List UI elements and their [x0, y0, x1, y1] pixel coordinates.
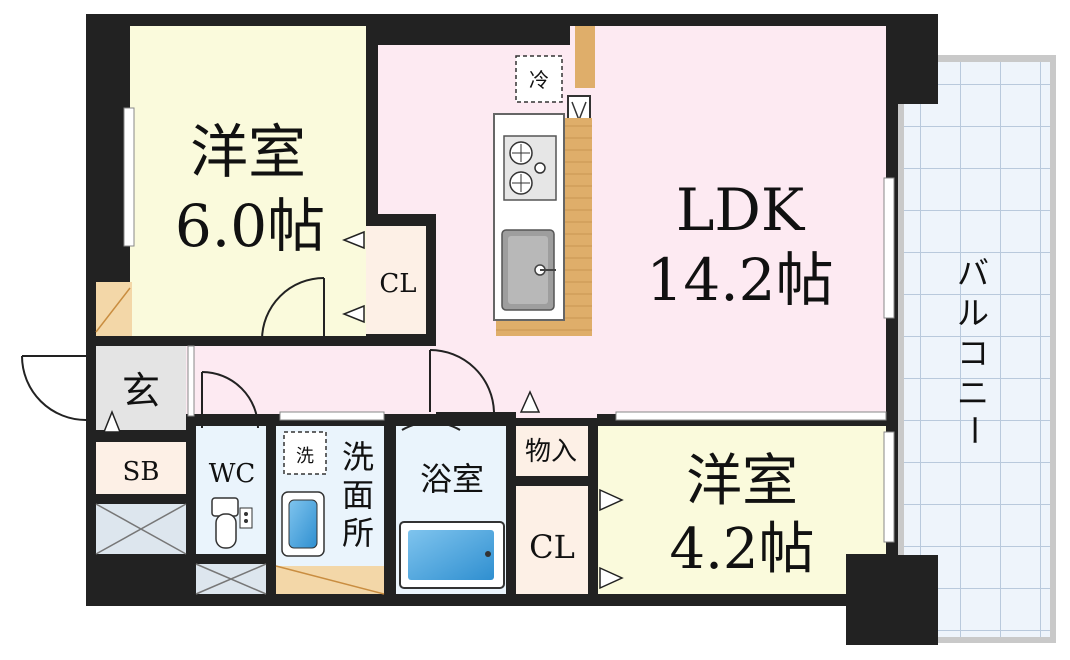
balcony-char-3: コ — [957, 334, 989, 372]
fridge-icon: 冷 — [515, 55, 563, 103]
bathtub-icon — [399, 521, 505, 589]
balcony-char-1: バ — [957, 254, 989, 292]
door-wc — [201, 371, 259, 429]
door-entrance — [21, 355, 87, 421]
balcony-label: バ ル コ ニ ー — [955, 254, 993, 446]
balcony-char-2: ル — [957, 294, 989, 332]
ldk-size: 14.2帖 — [646, 246, 833, 314]
shoe-box-floor — [96, 442, 186, 494]
wc-cross-hatch — [195, 563, 267, 595]
western-large-size: 6.0帖 — [175, 192, 325, 260]
kitchen-counter — [493, 26, 595, 336]
balcony — [898, 55, 1056, 643]
hall-floor — [186, 346, 436, 414]
door-bathroom — [401, 421, 461, 431]
western-room-small-floor — [598, 426, 886, 554]
sb-cross-hatch — [95, 503, 187, 555]
washer-label: 洗 — [296, 446, 314, 467]
washroom-name-1: 洗 — [342, 438, 374, 476]
corner-pillar-bottom-right — [846, 555, 938, 645]
closet-door-arrows — [102, 230, 624, 590]
windows — [123, 107, 895, 543]
storage-name: 物入 — [525, 437, 577, 467]
closet-upper-name: CL — [379, 269, 416, 299]
closet-lower-floor — [516, 486, 588, 594]
fridge-label: 冷 — [529, 68, 549, 92]
western-large-name: 洋室 — [190, 118, 306, 186]
washer-icon: 洗 — [283, 431, 327, 475]
balcony-char-5: ー — [955, 414, 993, 446]
bathroom-name: 浴室 — [420, 460, 484, 498]
toilet-icon — [211, 497, 253, 549]
western-small-size: 4.2帖 — [669, 517, 814, 582]
western-room-large-floor — [130, 26, 366, 336]
balcony-char-4: ニ — [957, 374, 989, 412]
door-ldk — [429, 349, 495, 413]
ldk-name: LDK — [676, 176, 806, 244]
washbasin-icon — [281, 491, 325, 557]
storage-floor — [516, 426, 588, 476]
washroom-name-3: 所 — [342, 514, 374, 552]
toilet-name: WC — [209, 459, 256, 489]
entrance-name: 玄 — [122, 369, 160, 413]
closet-lower-name: CL — [529, 528, 575, 566]
washroom-name-2: 面 — [342, 476, 374, 514]
ldk-floor — [378, 26, 886, 418]
closet-upper-floor — [366, 226, 426, 334]
door-western-large — [261, 277, 325, 341]
western-small-name: 洋室 — [686, 449, 798, 514]
shoe-box-name: SB — [123, 457, 160, 487]
